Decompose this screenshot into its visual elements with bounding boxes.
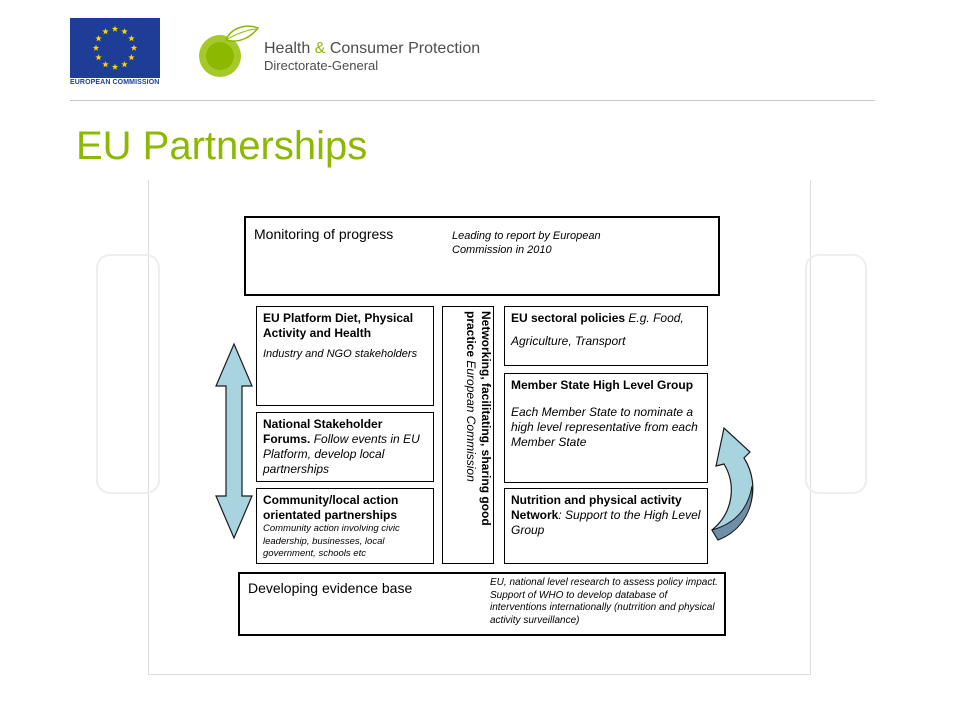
eu-star-icon (128, 54, 135, 61)
curved-arrow-icon (711, 426, 754, 541)
sectoral-note: Agriculture, Transport (511, 334, 626, 348)
eu-logo-caption: EUROPEAN COMMISSION (70, 79, 160, 86)
eu-star-icon (102, 28, 109, 35)
platform-note: Industry and NGO stakeholders (263, 348, 418, 360)
monitoring-note-line2: Commission in 2010 (452, 244, 552, 256)
eu-star-icon (111, 63, 119, 70)
eu-star-icon (121, 28, 128, 35)
networking-box: Networking, facilitating, sharing good p… (442, 306, 494, 564)
dg-title-health: Health (264, 40, 311, 57)
leaf-icon (199, 25, 260, 77)
evidence-note: EU, national level research to assess po… (490, 577, 718, 626)
frame-right-line (810, 180, 811, 675)
networking-note: European Commission (464, 360, 478, 482)
frame-bottom-line (148, 674, 811, 675)
forums-note: Follow events in EU Platform, develop lo… (263, 432, 420, 476)
nutrition-title: Nutrition and physical activity Network (511, 493, 682, 522)
eu-flag-logo (70, 18, 160, 78)
monitoring-note: Leading to report by European Commission… (452, 229, 652, 257)
eu-star-icon (111, 25, 119, 32)
evidence-title: Developing evidence base (248, 580, 413, 596)
community-note: Community action involving civic leaders… (263, 523, 400, 559)
evidence-box: Developing evidence base EU, national le… (238, 572, 726, 636)
forums-box: National Stakeholder Forums. Follow even… (256, 412, 434, 482)
double-arrow-icon (215, 342, 253, 540)
eu-star-icon (128, 35, 135, 42)
eu-star-icon (92, 44, 100, 51)
dg-title-consumer: Consumer Protection (329, 40, 481, 57)
nutrition-box: Nutrition and physical activity Network:… (504, 488, 708, 564)
sectoral-note-inline: E.g. Food, (628, 311, 684, 325)
background-shape-right (805, 254, 867, 494)
platform-box: EU Platform Diet, Physical Activity and … (256, 306, 434, 406)
dg-leaf-logo (196, 22, 266, 78)
dg-title-ampersand: & (314, 40, 326, 57)
member-state-title: Member State High Level Group (511, 378, 694, 392)
forums-title: National Stakeholder Forums. (263, 417, 383, 446)
sectoral-title: EU sectoral policies (511, 311, 626, 325)
eu-star-icon (95, 35, 102, 42)
eu-stars-icon (92, 25, 138, 70)
sectoral-box: EU sectoral policies E.g. Food, Agricult… (504, 306, 708, 366)
eu-star-icon (95, 54, 102, 61)
dg-subtitle: Directorate-General (264, 58, 379, 73)
frame-left-line (148, 180, 149, 675)
platform-title: EU Platform Diet, Physical Activity and … (263, 311, 414, 340)
slide-title: EU Partnerships (76, 124, 368, 168)
monitoring-box: Monitoring of progress Leading to report… (244, 216, 720, 296)
nutrition-note: : Support to the High Level Group (511, 508, 701, 537)
background-shape-left (96, 254, 160, 494)
eu-star-icon (121, 61, 128, 68)
member-state-note: Each Member State to nominate a high lev… (511, 405, 698, 449)
monitoring-title: Monitoring of progress (254, 226, 394, 242)
monitoring-note-line1: Leading to report by European (452, 230, 601, 242)
eu-star-icon (130, 44, 138, 51)
member-state-box: Member State High Level Group Each Membe… (504, 373, 708, 483)
community-title: Community/local action orientated partne… (263, 493, 399, 522)
networking-text: Networking, facilitating, sharing good p… (445, 311, 493, 565)
community-box: Community/local action orientated partne… (256, 488, 434, 564)
header-divider (70, 100, 875, 101)
dg-title: Health & Consumer Protection (264, 40, 480, 58)
eu-star-icon (102, 61, 109, 68)
